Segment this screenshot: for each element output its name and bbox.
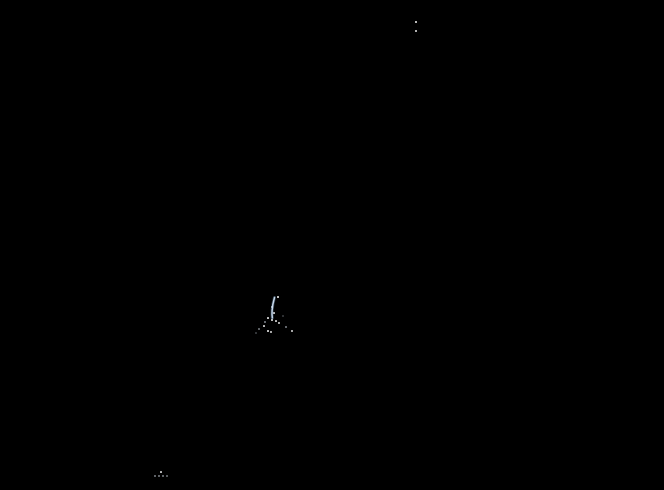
faint-mark xyxy=(158,475,160,477)
faint-mark xyxy=(154,475,156,477)
faint-mark xyxy=(166,475,168,477)
faint-mark xyxy=(160,471,162,473)
faint-mark xyxy=(162,475,164,477)
